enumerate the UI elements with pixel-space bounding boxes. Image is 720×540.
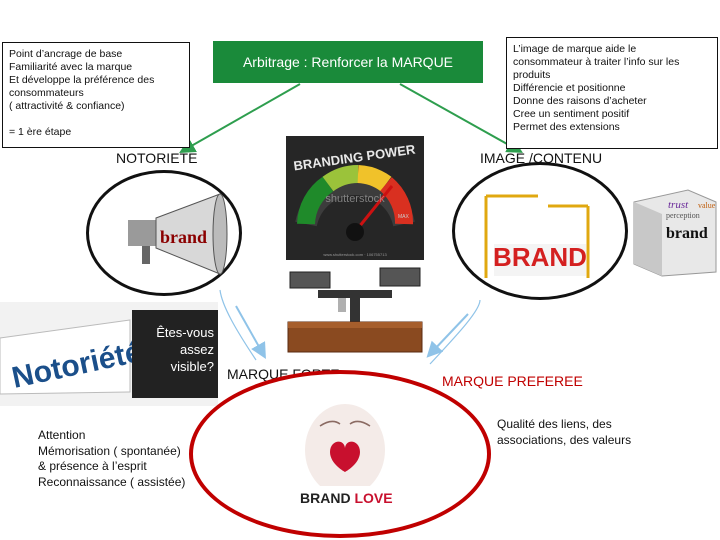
attention-line: Attention — [38, 428, 86, 442]
balance-scale-image — [287, 267, 423, 353]
qualite-block: Qualité des liens, des associations, des… — [497, 417, 631, 448]
gauge-max: MAX — [398, 214, 410, 220]
anchor-line: Point d’ancrage de base — [9, 48, 123, 60]
attention-line: & présence à l’esprit — [38, 459, 147, 473]
image-line: Différencie et positionne — [513, 82, 626, 94]
box-word-perception: perception — [666, 211, 700, 220]
anchor-line: ( attractivité & confiance) — [9, 100, 125, 112]
brand-box-image: trust value perception brand — [626, 188, 718, 278]
anchor-line: Et développe la préférence des — [9, 74, 155, 86]
box-word-brand: brand — [666, 225, 708, 242]
arrow-to-image — [399, 83, 523, 153]
image-circle — [452, 162, 628, 300]
megaphone-image: brand — [128, 193, 228, 275]
brand-love-part1: BRAND — [300, 490, 355, 506]
curve-right — [429, 299, 481, 365]
anchor-line: consommateurs — [9, 87, 84, 99]
brand-crane-image: BRAND — [484, 194, 590, 278]
arrow-to-preferee — [426, 313, 469, 358]
marque-preferee-label: MARQUE PREFEREE — [442, 373, 583, 389]
image-line: consommateur à traiter l’info sur les — [513, 56, 680, 68]
arrow-to-forte — [235, 305, 266, 359]
anchor-box: Point d’ancrage de base Familiarité avec… — [2, 42, 190, 148]
box-word-trust: trust — [668, 199, 689, 211]
box-word-value: value — [698, 201, 716, 210]
brand-love-logo: BRAND LOVE — [300, 490, 420, 506]
anchor-line: Familiarité avec la marque — [9, 61, 133, 73]
image-line: L’image de marque aide le — [513, 43, 637, 55]
visible-line: Êtes-vous — [156, 325, 214, 340]
anchor-footer: = 1 ère étape — [9, 126, 72, 138]
lips-face-image — [305, 404, 385, 486]
notoriete-sign-image: Notoriété Êtes-vous assez visible? — [0, 302, 218, 406]
attention-line: Mémorisation ( spontanée) — [38, 443, 181, 458]
megaphone-word: brand — [160, 227, 207, 247]
arbitrage-banner: Arbitrage : Renforcer la MARQUE — [213, 41, 483, 83]
curve-left — [219, 289, 257, 361]
image-line: Permet des extensions — [513, 121, 620, 133]
image-line: produits — [513, 69, 551, 81]
image-box: L’image de marque aide le consommateur à… — [506, 37, 718, 149]
attention-block: Attention Mémorisation ( spontanée) & pr… — [38, 428, 185, 490]
arbitrage-label: Arbitrage : Renforcer la MARQUE — [242, 54, 454, 70]
gauge-caption: www.shutterstock.com · 106755713 — [323, 252, 387, 257]
image-line: Cree un sentiment positif — [513, 108, 630, 120]
arrow-to-notoriete — [179, 83, 301, 153]
qualite-line: associations, des valeurs — [497, 432, 632, 447]
brand-love-part2: LOVE — [354, 490, 393, 506]
image-line: Donne des raisons d’acheter — [513, 95, 647, 107]
visible-line: assez — [180, 342, 214, 357]
gauge-watermark: shutterstock — [325, 193, 385, 205]
image-contenu-label: IMAGE /CONTENU — [480, 150, 603, 166]
branding-power-gauge: BRANDING POWER shutterstock MAX www.shut… — [286, 136, 424, 260]
visible-line: visible? — [170, 359, 214, 374]
notoriete-label: NOTORIETE — [116, 150, 198, 166]
qualite-line: Qualité des liens, des — [497, 417, 612, 431]
attention-line: Reconnaissance ( assistée) — [38, 474, 186, 489]
brand-crane-word: BRAND — [493, 242, 587, 272]
visible-question: Êtes-vous assez visible? — [140, 324, 214, 375]
